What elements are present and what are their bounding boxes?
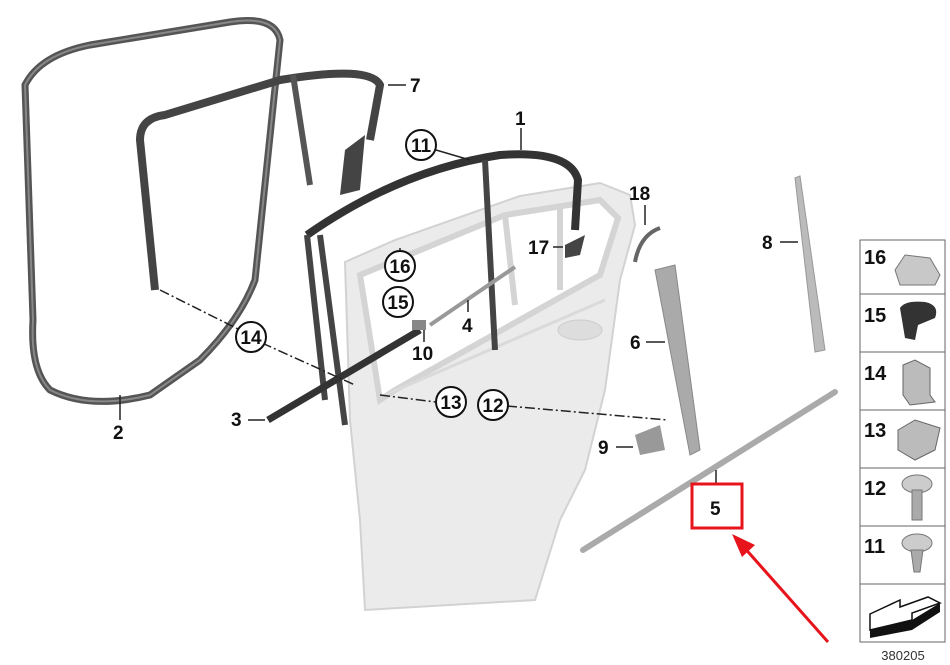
reference-number: 380205 bbox=[881, 648, 924, 663]
strip-3 bbox=[266, 326, 422, 424]
svg-text:15: 15 bbox=[864, 305, 886, 327]
svg-text:15: 15 bbox=[387, 293, 409, 314]
callout-5: 5 bbox=[710, 499, 721, 520]
legend-item-12: 12 bbox=[864, 474, 933, 521]
legend-item-15: 15 bbox=[864, 301, 937, 340]
svg-text:13: 13 bbox=[864, 420, 886, 442]
spring-nut-icon bbox=[902, 359, 936, 406]
circled-callout-13: 13 bbox=[435, 386, 467, 418]
callout-1: 1 bbox=[515, 109, 526, 130]
circled-callout-15: 15 bbox=[382, 286, 414, 318]
highlight-box bbox=[690, 482, 744, 530]
callout-17: 17 bbox=[528, 238, 549, 259]
circled-callout-16: 16 bbox=[384, 250, 416, 282]
callout-9: 9 bbox=[598, 438, 609, 459]
svg-text:14: 14 bbox=[240, 328, 262, 349]
direction-arrow-icon bbox=[869, 596, 942, 638]
highlight-arrow bbox=[732, 534, 830, 643]
callout-6: 6 bbox=[630, 333, 641, 354]
callout-10: 10 bbox=[412, 344, 433, 365]
legend-item-13: 13 bbox=[864, 419, 941, 461]
legend-item-14: 14 bbox=[864, 359, 936, 406]
svg-text:16: 16 bbox=[389, 257, 410, 278]
callout-18: 18 bbox=[629, 184, 650, 205]
svg-text:12: 12 bbox=[864, 478, 886, 500]
svg-text:11: 11 bbox=[411, 136, 432, 157]
circled-callout-11: 11 bbox=[405, 129, 437, 161]
strip-5 bbox=[580, 389, 838, 553]
trim-6 bbox=[654, 264, 701, 456]
legend-item-16: 16 bbox=[864, 247, 941, 286]
callout-8: 8 bbox=[762, 233, 773, 254]
callout-2: 2 bbox=[113, 423, 124, 444]
plug-icon bbox=[900, 301, 937, 340]
callout-4: 4 bbox=[462, 316, 473, 337]
clip-icon bbox=[894, 254, 941, 286]
callout-3: 3 bbox=[231, 410, 242, 431]
short-screw-icon bbox=[901, 533, 933, 573]
seal-7 bbox=[135, 69, 385, 291]
trim-8 bbox=[794, 175, 826, 353]
callout-7: 7 bbox=[410, 76, 421, 97]
circled-callout-14: 14 bbox=[235, 321, 267, 353]
svg-text:14: 14 bbox=[864, 363, 887, 385]
svg-text:13: 13 bbox=[440, 393, 461, 414]
screw-icon bbox=[901, 474, 933, 521]
svg-text:12: 12 bbox=[482, 396, 503, 417]
seal-1 bbox=[304, 150, 583, 239]
svg-text:16: 16 bbox=[864, 247, 886, 269]
legend-item-11: 11 bbox=[864, 533, 933, 573]
circled-callout-12: 12 bbox=[477, 389, 509, 421]
cage-nut-icon bbox=[897, 419, 941, 461]
svg-text:11: 11 bbox=[864, 536, 885, 558]
